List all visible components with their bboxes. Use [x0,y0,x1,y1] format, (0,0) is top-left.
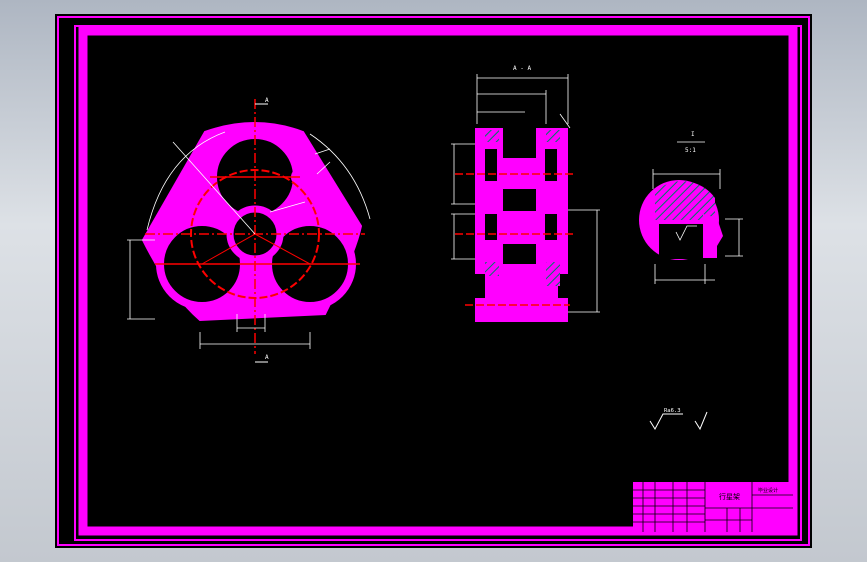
detail-scale: 5:1 [685,147,696,154]
section-view: A - A [451,65,600,322]
roughness-value: Ra6.3 [664,408,681,414]
drawing-canvas: A A A - A [57,16,810,546]
drawing-frame [57,16,810,546]
drawing-name: 行星架 [719,492,740,501]
section-marker-top: A [265,97,269,104]
section-marker-bottom: A [265,354,269,361]
front-view: A A [127,97,371,363]
detail-view-title: I [691,131,695,138]
title-block-right-label: 毕业设计 [758,487,778,494]
title-block: 行星架 毕业设计 [633,482,793,532]
detail-view: I 5:1 [639,131,743,284]
roughness-symbols [649,411,708,431]
section-view-title: A - A [513,65,531,72]
cad-viewport[interactable]: A A A - A [55,14,812,548]
